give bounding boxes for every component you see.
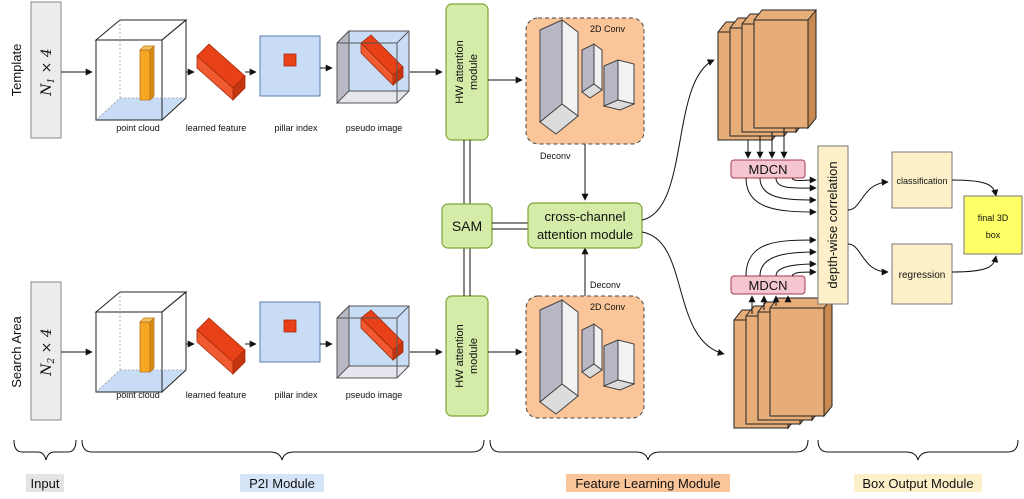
search-learned-feature [196,317,246,375]
svg-text:cross-channel: cross-channel [545,209,626,224]
search-point-cloud-label: point cloud [116,390,160,400]
input-brace [13,439,77,461]
template-deconv-label: Deconv [540,151,571,161]
box-output-section-label: Box Output Module [854,474,982,492]
final-3d-box: final 3D box [963,195,1023,255]
template-pseudo-image-label: pseudo image [346,123,403,133]
template-pillar-index [259,35,321,97]
search-feature-map-stack [733,297,833,429]
template-input-box: N1 × 4 [30,1,62,139]
svg-text:SAM: SAM [452,218,482,234]
search-deconv-label: Deconv [590,280,621,290]
svg-text:Input: Input [31,476,60,491]
template-pseudo-image [336,30,410,104]
search-hw-attention-module: HW attention module [445,295,489,417]
template-point-cloud-cube [95,19,187,121]
template-mdcn: MDCN [730,159,806,179]
cross-channel-attention-module: cross-channel attention module [527,202,643,249]
template-hw-attention-module: HW attention module [445,3,489,141]
search-pseudo-image [336,305,410,379]
svg-text:HW attention: HW attention [454,40,466,104]
svg-text:regression: regression [899,270,946,281]
svg-text:attention module: attention module [537,227,633,242]
svg-text:2D Conv: 2D Conv [590,302,626,312]
template-point-cloud-label: point cloud [116,123,160,133]
search-pillar-index-label: pillar index [274,390,318,400]
search-pillar-index [259,301,321,363]
template-feature-map-stack [717,9,817,141]
depth-wise-correlation: depth-wise correlation [817,145,849,305]
feature-learning-section-label: Feature Learning Module [566,474,730,492]
p2i-brace [81,439,485,461]
svg-text:depth-wise correlation: depth-wise correlation [825,161,840,288]
template-learned-feature-label: learned feature [186,123,247,133]
template-pillar-index-label: pillar index [274,123,318,133]
p2i-section-label: P2I Module [240,474,324,492]
svg-text:classification: classification [896,176,947,186]
search-row-label: Search Area [9,315,24,387]
svg-text:HW attention: HW attention [454,324,466,388]
svg-text:Box Output Module: Box Output Module [862,476,973,491]
search-pseudo-image-label: pseudo image [346,390,403,400]
svg-text:P2I Module: P2I Module [249,476,315,491]
svg-text:module: module [468,338,480,374]
svg-text:box: box [986,230,1001,240]
classification-head: classification [891,151,953,209]
search-2d-conv-block: 2D Conv [525,295,645,419]
svg-text:MDCN: MDCN [749,162,788,177]
svg-text:Feature Learning Module: Feature Learning Module [575,476,720,491]
svg-text:MDCN: MDCN [749,278,788,293]
svg-text:module: module [468,54,480,90]
feature-learning-brace [489,439,809,461]
search-learned-feature-label: learned feature [186,390,247,400]
svg-text:N1 × 4: N1 × 4 [39,48,57,97]
svg-text:final 3D: final 3D [978,213,1009,223]
search-mdcn: MDCN [730,275,806,295]
svg-text:2D Conv: 2D Conv [590,24,626,34]
svg-text:Template: Template [9,44,24,97]
template-learned-feature [196,43,246,101]
template-2d-conv-block: 2D Conv [525,17,645,145]
input-section-label: Input [26,474,64,492]
search-point-cloud-cube [95,291,187,393]
regression-head: regression [891,243,953,305]
box-output-brace [817,439,1019,461]
svg-text:N2 × 4: N2 × 4 [39,328,57,377]
search-input-box: N2 × 4 [30,281,62,421]
template-row-label: Template [9,44,24,97]
svg-text:Search Area: Search Area [9,315,24,387]
sam-module: SAM [441,203,493,249]
